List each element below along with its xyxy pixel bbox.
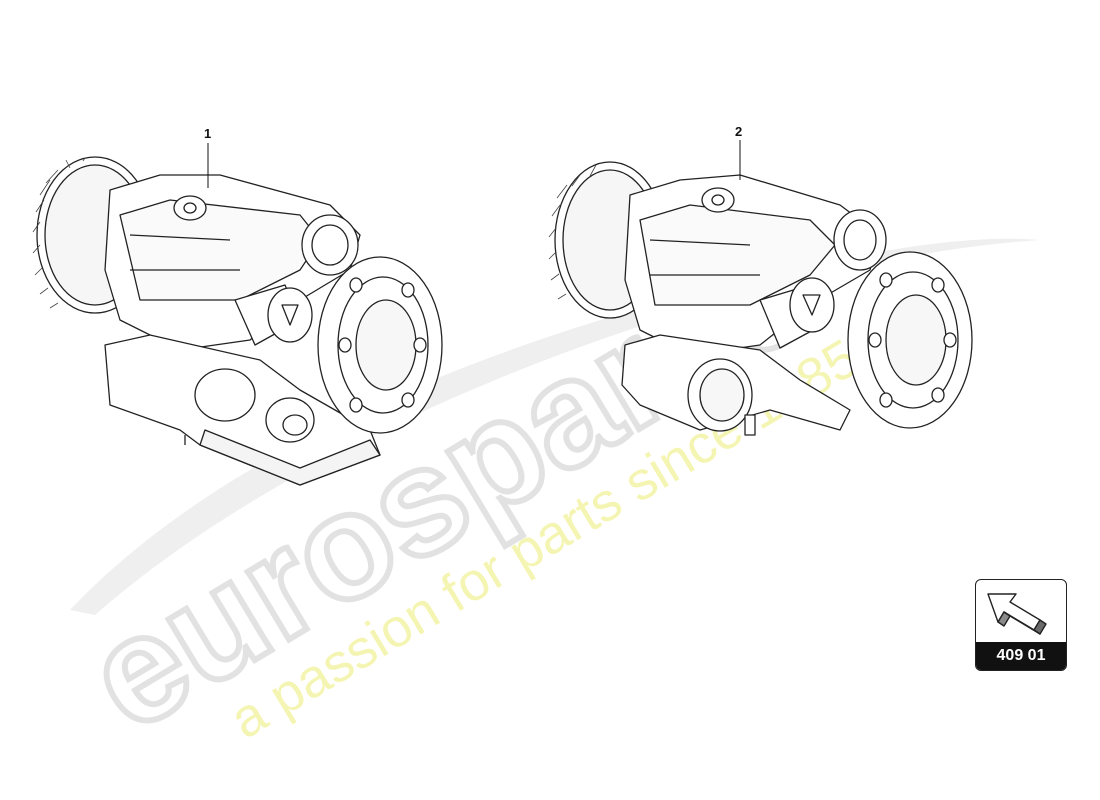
navigation-arrow-icon — [987, 593, 1047, 635]
callout-1: 1 — [204, 126, 212, 141]
page-reference-label: 409 01 — [976, 642, 1066, 670]
part-1-drawing — [32, 143, 443, 486]
callout-2: 2 — [735, 124, 743, 139]
page-reference-button[interactable]: 409 01 — [975, 579, 1067, 671]
part-2-drawing — [548, 140, 973, 436]
